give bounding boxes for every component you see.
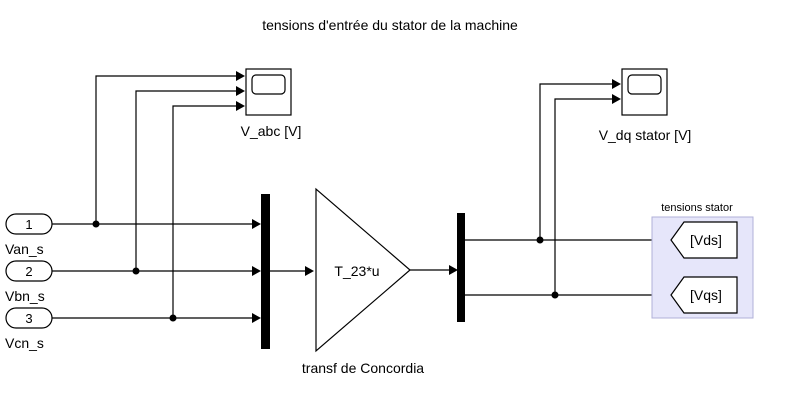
inport-3[interactable]: 3 — [5, 307, 53, 329]
goto-vds-tag: [Vds] — [690, 232, 722, 248]
inport-2-number: 2 — [25, 264, 32, 279]
goto-vds[interactable]: [Vds] — [670, 221, 738, 259]
scope-icon — [627, 74, 662, 95]
scope-dq-branch-lines — [536, 79, 621, 299]
goto-vqs-tag: [Vqs] — [690, 287, 722, 303]
scope-v-abc[interactable] — [245, 68, 292, 116]
demux-block[interactable] — [457, 213, 465, 322]
scope-v-dq[interactable] — [621, 68, 668, 116]
goto-vqs[interactable]: [Vqs] — [670, 276, 738, 314]
scope-v-abc-label: V_abc [V] — [241, 123, 302, 139]
inport-3-number: 3 — [25, 311, 32, 326]
inport-3-label: Vcn_s — [5, 335, 44, 351]
inport-2-label: Vbn_s — [5, 288, 45, 304]
input-signal-lines — [52, 219, 261, 323]
demux-output-lines — [465, 235, 670, 300]
gain-to-demux-line — [410, 265, 458, 275]
mux-to-gain-line — [270, 266, 314, 276]
inport-2[interactable]: 2 — [5, 260, 53, 282]
scope-icon — [251, 74, 286, 95]
inport-1[interactable]: 1 — [5, 213, 53, 235]
gain-expression: T_23*u — [334, 263, 379, 279]
scope-v-dq-label: V_dq stator [V] — [599, 127, 692, 143]
gain-label: transf de Concordia — [302, 360, 424, 376]
subsystem-label: tensions stator — [661, 202, 733, 214]
scope-abc-branch-lines — [92, 71, 245, 322]
inport-1-label: Van_s — [5, 241, 44, 257]
mux-block[interactable] — [261, 194, 270, 349]
diagram-title: tensions d'entrée du stator de la machin… — [262, 17, 518, 33]
gain-block[interactable] — [315, 187, 411, 353]
inport-1-number: 1 — [25, 217, 32, 232]
